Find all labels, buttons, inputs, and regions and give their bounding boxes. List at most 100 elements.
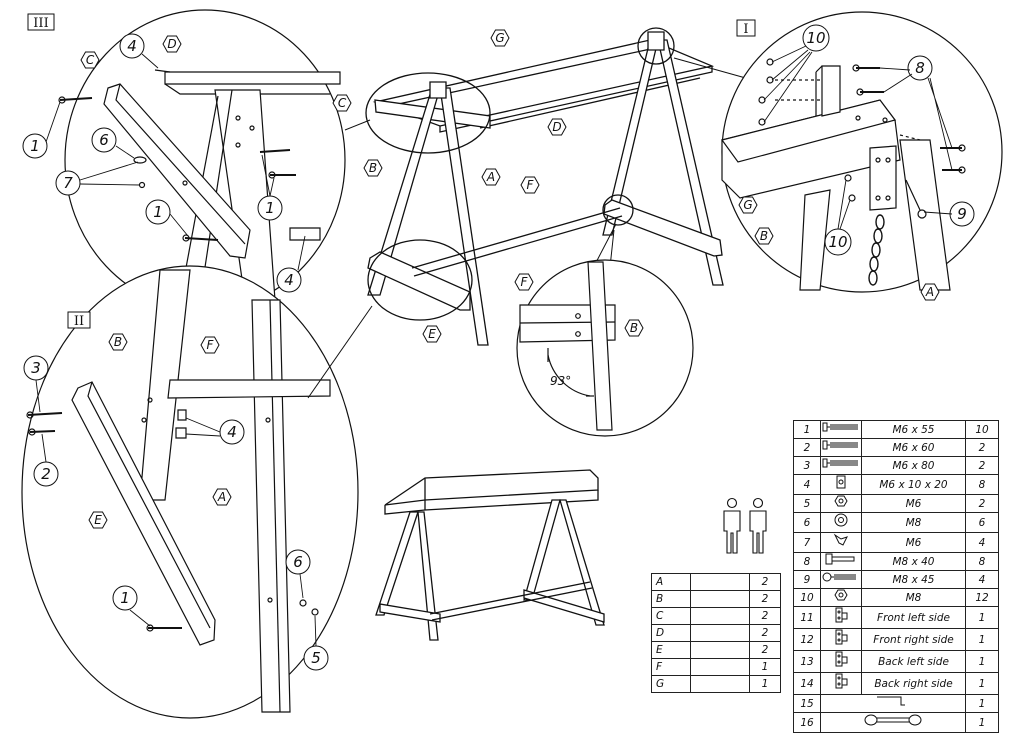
hardware-qty: 1	[965, 606, 999, 629]
svg-text:B: B	[114, 335, 122, 349]
bolt-long-icon	[820, 438, 862, 457]
part-blank	[690, 573, 750, 591]
hardware-qty: 4	[965, 570, 999, 589]
part-badge-g-main: G	[490, 29, 510, 47]
svg-text:II: II	[74, 314, 84, 329]
bracket-icon	[820, 650, 862, 673]
hardware-qty: 4	[965, 532, 999, 553]
callout-6-a: 6	[91, 127, 117, 153]
view-label-iii: III	[27, 13, 55, 31]
hardware-number: 15	[793, 694, 821, 713]
callout-3: 3	[23, 355, 49, 381]
svg-text:A: A	[925, 285, 934, 299]
hardware-qty: 12	[965, 588, 999, 607]
hardware-qty: 2	[965, 494, 999, 513]
hardware-number: 1	[793, 420, 821, 439]
hardware-number: 8	[793, 552, 821, 571]
part-badge-a-detail2: A	[212, 488, 232, 506]
part-badge-b-main: B	[363, 159, 383, 177]
svg-text:G: G	[495, 31, 504, 45]
hardware-number: 13	[793, 650, 821, 673]
hardware-number: 16	[793, 712, 821, 733]
hardware-spec: Front left side	[861, 606, 966, 629]
bolt-long-icon	[820, 456, 862, 475]
hardware-qty: 2	[965, 438, 999, 457]
svg-text:9: 9	[957, 205, 967, 223]
bolt-icon	[820, 552, 862, 571]
wing-nut-icon	[820, 532, 862, 553]
part-badge-e-main: E	[422, 325, 442, 343]
view-label-i: I	[736, 19, 756, 37]
part-letter: E	[651, 641, 691, 659]
svg-text:F: F	[521, 275, 529, 289]
svg-text:1: 1	[30, 137, 40, 155]
part-badge-a-main: A	[481, 168, 501, 186]
hardware-number: 2	[793, 438, 821, 457]
hardware-spec: M8	[861, 588, 966, 607]
svg-text:C: C	[86, 53, 95, 67]
detail-iii-view	[58, 9, 346, 311]
callout-7: 7	[55, 170, 81, 196]
hardware-spec: M6 x 60	[861, 438, 966, 457]
svg-text:7: 7	[63, 174, 73, 192]
svg-text:III: III	[33, 16, 48, 31]
svg-text:4: 4	[127, 37, 137, 55]
hardware-spec: Front right side	[861, 628, 966, 651]
hardware-number: 12	[793, 628, 821, 651]
hardware-number: 9	[793, 570, 821, 589]
nut-icon	[820, 494, 862, 513]
hardware-number: 14	[793, 672, 821, 695]
hardware-spec: M8 x 40	[861, 552, 966, 571]
svg-text:F: F	[207, 338, 215, 352]
hardware-spec: M6 x 80	[861, 456, 966, 475]
svg-text:10: 10	[806, 29, 825, 47]
svg-text:2: 2	[41, 465, 51, 483]
part-letter: C	[651, 607, 691, 625]
callout-1-c: 1	[257, 195, 283, 221]
part-badge-f-detail2: F	[200, 336, 220, 354]
insert-nut-icon	[820, 474, 862, 495]
callout-2: 2	[33, 461, 59, 487]
svg-text:10: 10	[828, 233, 847, 251]
part-badge-a-detail1: A	[920, 283, 940, 301]
part-letter: D	[651, 624, 691, 642]
main-frame-view	[365, 27, 724, 346]
svg-text:8: 8	[915, 59, 925, 77]
hardware-spec: M6 x 55	[861, 420, 966, 439]
part-blank	[690, 607, 750, 625]
hardware-number: 3	[793, 456, 821, 475]
hardware-number: 11	[793, 606, 821, 629]
part-badge-b-detail2: B	[108, 333, 128, 351]
part-blank	[690, 590, 750, 608]
svg-text:F: F	[527, 178, 535, 192]
wrench-icon	[820, 712, 966, 733]
callout-9: 9	[949, 201, 975, 227]
callout-4-a: 4	[119, 33, 145, 59]
callout-1-d: 1	[112, 585, 138, 611]
part-qty: 2	[749, 590, 781, 608]
part-qty: 2	[749, 641, 781, 659]
angle-detail-view	[516, 259, 694, 437]
view-label-ii: II	[67, 311, 91, 329]
eye-bolt-icon	[820, 570, 862, 589]
svg-text:4: 4	[227, 423, 237, 441]
hardware-spec: M6	[861, 494, 966, 513]
bench-illustration	[375, 469, 605, 641]
part-blank	[690, 641, 750, 659]
nut-icon	[820, 588, 862, 607]
